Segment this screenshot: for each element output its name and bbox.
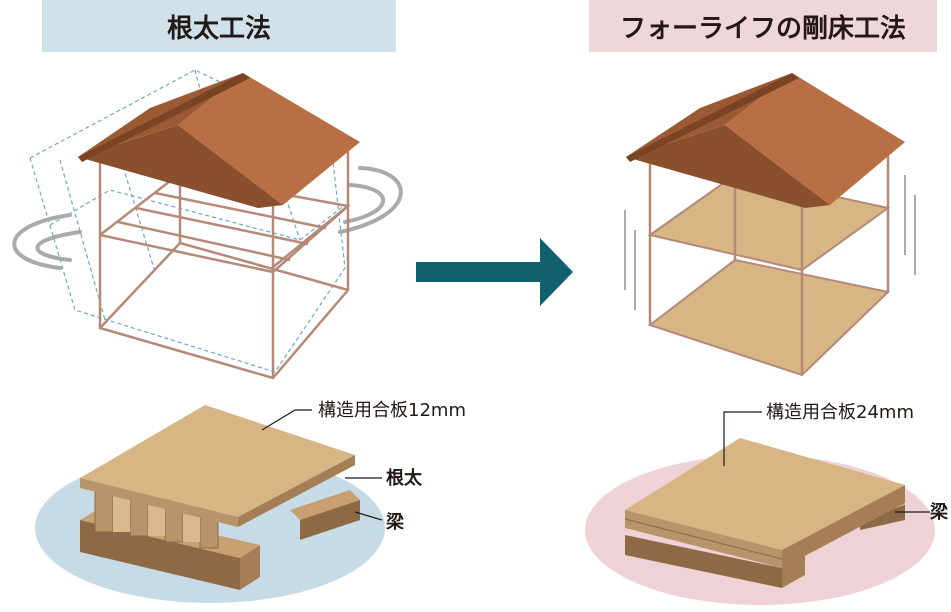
left-plywood-label: 構造用合板12mm <box>318 400 466 421</box>
right-floor-detail <box>585 411 935 605</box>
right-ground-floor <box>647 258 891 377</box>
transition-arrow <box>416 238 573 306</box>
left-roof <box>78 73 360 208</box>
left-house <box>12 69 403 380</box>
sway-motion-lines <box>12 166 403 270</box>
joist-label: 根太 <box>386 467 423 489</box>
right-roof <box>626 73 905 208</box>
right-beam-label: 梁 <box>929 501 949 523</box>
right-title: フォーライフの剛床工法 <box>589 0 937 52</box>
left-floor-detail <box>35 405 385 603</box>
left-title: 根太工法 <box>42 0 396 52</box>
right-house <box>624 73 916 377</box>
right-plywood-label: 構造用合板24mm <box>766 402 914 423</box>
right-house-frame <box>648 135 890 375</box>
left-beam-label: 梁 <box>385 511 405 533</box>
stability-lines <box>624 175 916 310</box>
